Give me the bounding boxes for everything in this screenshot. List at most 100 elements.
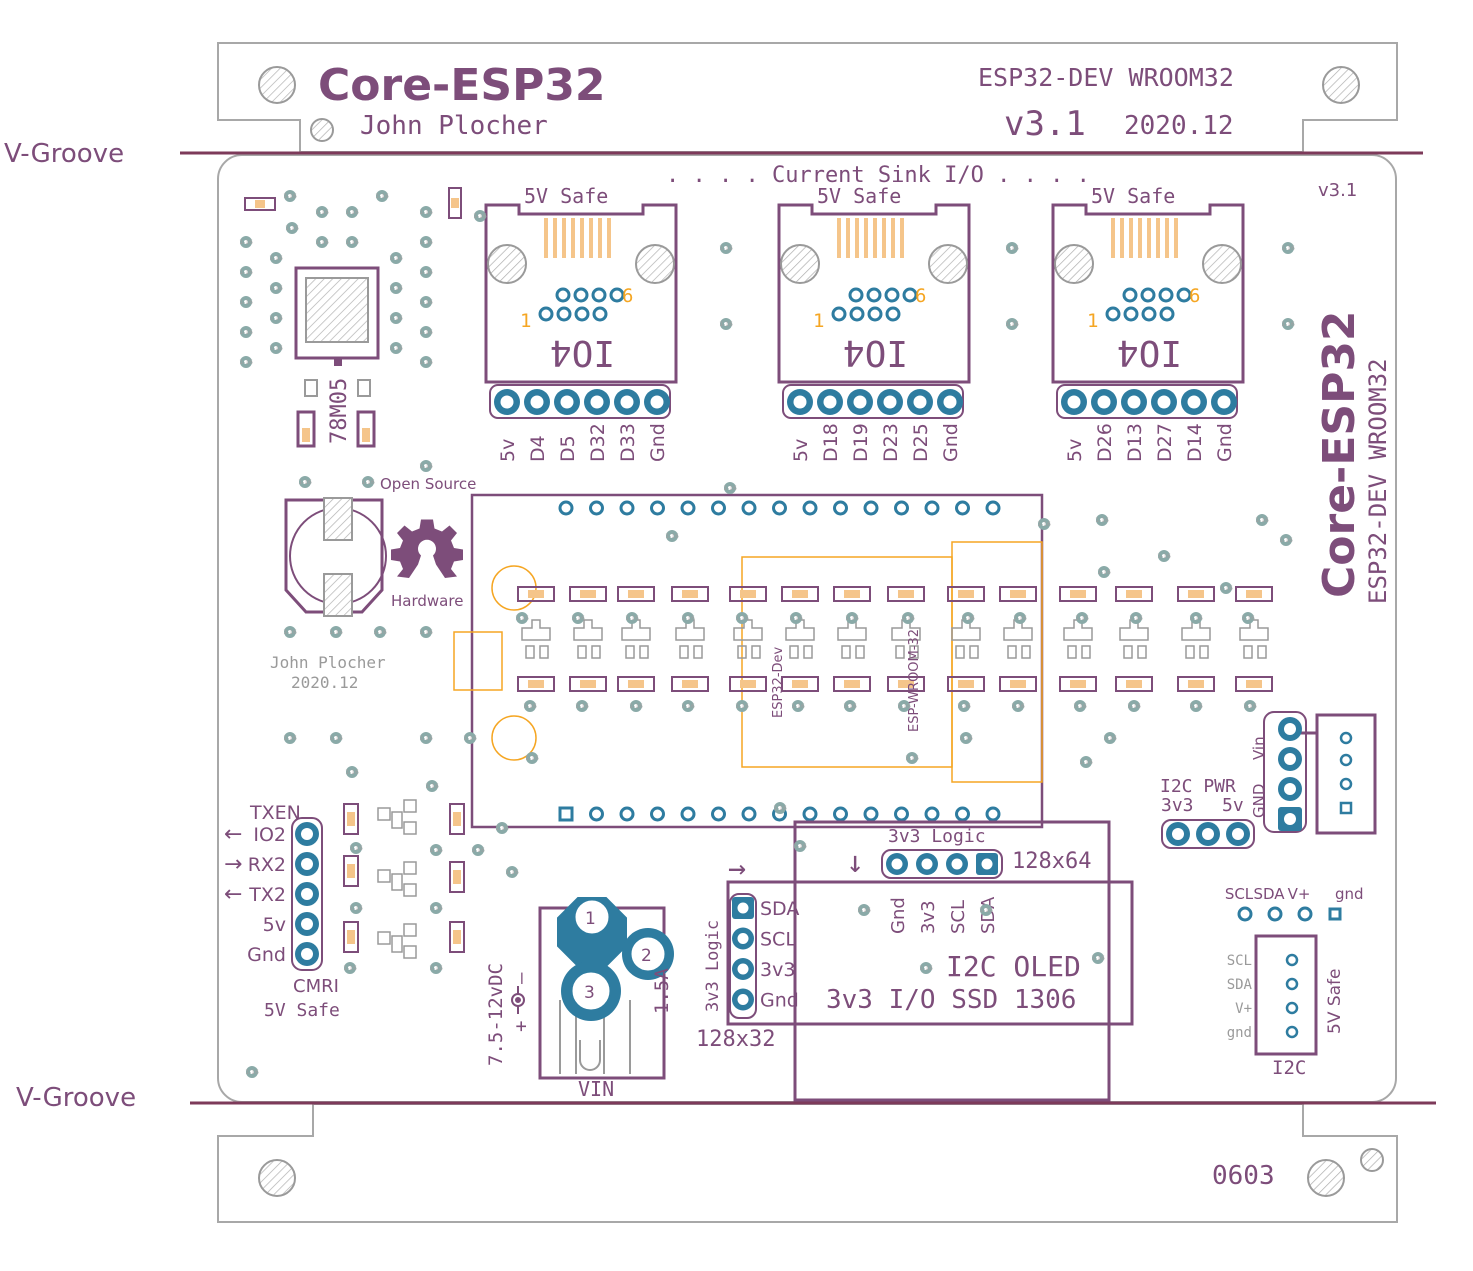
rj45-pin [555, 287, 571, 303]
via-label: 1-16 [1281, 245, 1295, 252]
rj45-pin [884, 287, 900, 303]
via-hole [1096, 956, 1100, 960]
smd-led-top [947, 586, 985, 602]
via-hole [1102, 570, 1106, 574]
via-hole [984, 908, 988, 912]
via-label: 1-16 [495, 825, 509, 832]
i2c-top-label-sda: SDA [1253, 885, 1285, 903]
via-hole [740, 616, 744, 620]
rj45-contact [1147, 218, 1151, 258]
transistor [1003, 619, 1033, 641]
rj45-contact [846, 218, 850, 258]
pin-label-d25: D25 [910, 423, 932, 462]
via-label: 1-16 [419, 629, 433, 636]
i2c-safe: 5V Safe [1325, 968, 1345, 1034]
oled-box-line1: I2C OLED [946, 950, 1081, 983]
vin-pin-1: 1 [585, 909, 596, 929]
smd-led-top [1235, 586, 1273, 602]
rj45-peg [1202, 244, 1242, 284]
cmri-header-outline [291, 817, 323, 971]
via-label: 1-16 [419, 735, 433, 742]
i2c-top-label-scl: SCL [1225, 885, 1254, 903]
cmri-pin-label-gnd: Gnd [247, 944, 286, 966]
i2c-top-label-vplus: V+ [1288, 885, 1311, 903]
esp32-pin-top [650, 500, 665, 516]
rj45-contact [607, 218, 611, 258]
via-hole [686, 616, 690, 620]
smd-led-bottom-pad [1246, 680, 1262, 688]
oled32-pin-drill [737, 933, 749, 944]
cmri-safe: 5V Safe [264, 1000, 340, 1021]
header-date: 2020.12 [1124, 111, 1234, 141]
smd-led-top [887, 586, 925, 602]
i2c-pwr-right: 5v [1222, 795, 1244, 816]
vin-minus: – [510, 972, 532, 984]
smd-led-bottom-pad [528, 680, 544, 688]
via-hole [1284, 538, 1288, 542]
smd-led-top [833, 586, 871, 602]
i2c-pwr-title: I2C PWR [1160, 776, 1236, 797]
rj45-contact [864, 218, 868, 258]
via-label: 1-16 [979, 907, 993, 914]
pin-last-label: 6 [622, 285, 633, 307]
via-hole [320, 210, 324, 214]
via-hole [288, 194, 292, 198]
cmri-direction-arrow: ← [224, 822, 242, 847]
via-hole [320, 240, 324, 244]
via-hole [580, 704, 584, 708]
esp32-pin-top [894, 500, 909, 516]
via-hole [862, 908, 866, 912]
pin-label-d18: D18 [820, 423, 842, 462]
via-label: 1-16 [505, 869, 519, 876]
via-label: 1-16 [315, 239, 329, 246]
esp32-pin-bottom [833, 806, 848, 822]
smd-led-bottom [1235, 676, 1273, 692]
transistor-pad [1123, 645, 1133, 659]
via-hole [1286, 322, 1290, 326]
transistor-pad [841, 645, 851, 659]
oled64-pin-label-scl: SCL [948, 900, 969, 934]
via-label: 1-16 [349, 845, 363, 852]
smd-led-bottom [617, 676, 655, 692]
rj45-pin [1141, 306, 1157, 322]
i2c-top-label-gnd: gnd [1335, 885, 1364, 903]
esp32-dev-label: ESP32-Dev [771, 646, 786, 718]
header-pin-drill [560, 395, 574, 409]
rj45-contact [589, 218, 593, 258]
pin-label-5v: 5v [1064, 439, 1086, 462]
rj45-pin [1140, 287, 1156, 303]
pin-label-d27: D27 [1154, 423, 1176, 462]
smd-led-bottom-pad [1070, 680, 1086, 688]
wroom-label: ESP-WROOM-32 [907, 629, 922, 732]
via-label: 1-16 [343, 965, 357, 972]
pin-first-label: 1 [813, 310, 824, 332]
transistor [1119, 619, 1149, 641]
via-hole [1080, 616, 1084, 620]
via-label: 1-16 [329, 735, 343, 742]
smd-led-top [617, 586, 655, 602]
via-hole [354, 846, 358, 850]
smd-led-top-pad [528, 590, 544, 598]
via-label: 1-16 [665, 533, 679, 540]
oled32-pin-label-gnd: Gnd [760, 990, 799, 1012]
smd-led-bottom [947, 676, 985, 692]
vin-jack [538, 897, 674, 1080]
via-hole [1010, 246, 1014, 250]
i2c-pwr-outline [1161, 819, 1255, 849]
smd-led-top [781, 586, 819, 602]
via-label: 1-16 [1129, 615, 1143, 622]
smd-led-bottom [887, 676, 925, 692]
v-groove-top-label: V-Groove [4, 139, 124, 169]
via-label: 1-16 [419, 359, 433, 366]
via-hole [848, 704, 852, 708]
rj45-pin [902, 287, 918, 303]
header-pin-drill [500, 395, 514, 409]
rj45-pin [848, 287, 864, 303]
rj45-peg [780, 244, 820, 284]
via-label: 1-16 [1255, 517, 1269, 524]
via-hole [1018, 616, 1022, 620]
oled32-arrow: → [728, 851, 746, 886]
via-label: 1-16 [523, 703, 537, 710]
via-hole [850, 616, 854, 620]
smd-led-bottom [1059, 676, 1097, 692]
